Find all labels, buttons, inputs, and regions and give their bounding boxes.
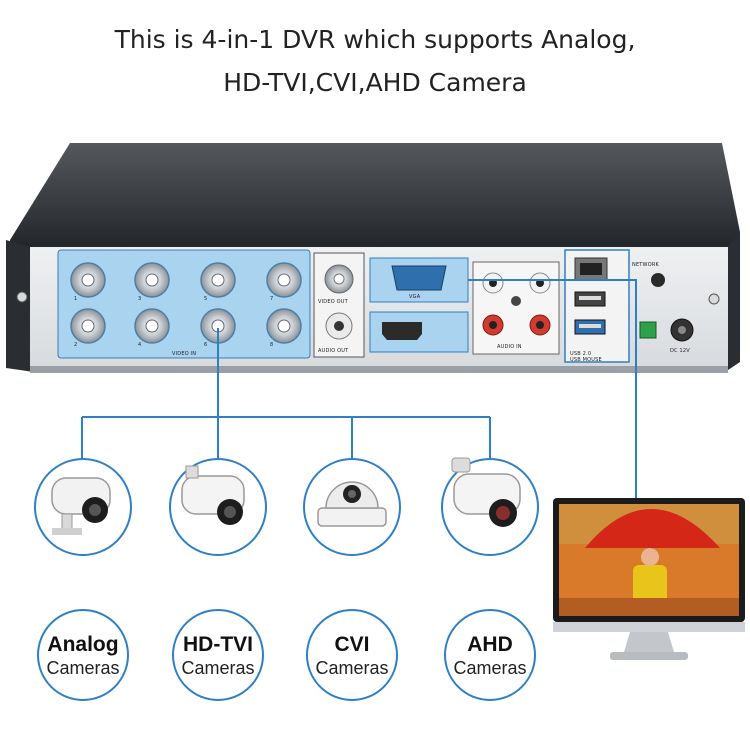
video-in-highlight	[57, 249, 311, 359]
vga-label: VGA	[409, 294, 421, 300]
chassis-left-side	[6, 240, 34, 372]
headline: This is 4-in-1 DVR which supports Analog…	[0, 18, 750, 104]
terminal-block-icon	[639, 321, 657, 339]
bnc-channel-number: 6	[204, 342, 207, 348]
monitor-icon	[553, 498, 745, 660]
bnc-channel-number: 5	[204, 296, 207, 302]
hdmi-port-icon	[382, 322, 422, 340]
headline-line-1: This is 4-in-1 DVR which supports Analog…	[114, 25, 636, 54]
bnc-pin	[145, 319, 159, 333]
camera-label-sub: Cameras	[315, 658, 389, 678]
camera-label-cvi: CVI Cameras	[292, 633, 412, 679]
camera-label-analog: Analog Cameras	[23, 633, 143, 679]
usb-mouse-label: USB MOUSE	[570, 357, 602, 363]
network-label: NETWORK	[632, 262, 659, 268]
screw-icon	[708, 293, 720, 305]
audio-out-label: AUDIO OUT	[318, 348, 349, 354]
dc-label: DC 12V	[670, 348, 690, 354]
camera-label-main: AHD	[467, 633, 513, 656]
audio-in-label: AUDIO IN	[497, 344, 522, 350]
bnc-channel-number: 7	[270, 296, 273, 302]
bnc-row-top: 1 3 5 7	[70, 262, 302, 302]
bnc-pin	[211, 273, 225, 287]
camera-label-sub: Cameras	[181, 658, 255, 678]
bnc-pin	[81, 273, 95, 287]
bnc-channel-number: 3	[138, 296, 141, 302]
chassis-top	[10, 143, 740, 255]
ground-screw-icon	[651, 273, 665, 287]
bullet-camera-icon	[181, 465, 245, 525]
headline-line-2: HD-TVI,CVI,AHD Camera	[223, 68, 527, 97]
dvr-rear-panel: 1 3 5 7 2 4 6 8	[6, 143, 740, 373]
bnc-row-bottom: 2 4 6 8	[70, 308, 302, 348]
bullet-camera-icon	[51, 477, 111, 535]
bnc-pin	[81, 319, 95, 333]
camera-label-main: Analog	[47, 633, 119, 656]
screw-icon	[511, 296, 521, 306]
bnc-pin	[211, 319, 225, 333]
bnc-channel-number: 4	[138, 342, 141, 348]
bnc-channel-number: 1	[74, 296, 77, 302]
camera-label-main: HD-TVI	[183, 633, 253, 656]
bnc-pin	[145, 273, 159, 287]
camera-label-sub: Cameras	[46, 658, 120, 678]
video-out-label: VIDEO OUT	[318, 299, 348, 305]
bnc-pin	[277, 273, 291, 287]
vga-port-icon	[391, 265, 447, 291]
screw-icon	[16, 291, 28, 303]
bnc-channel-number: 8	[270, 342, 273, 348]
dome-camera-icon	[317, 481, 387, 527]
camera-label-hd-tvi: HD-TVI Cameras	[158, 633, 278, 679]
chassis-right-side	[725, 232, 740, 372]
camera-label-sub: Cameras	[453, 658, 527, 678]
bnc-pin	[277, 319, 291, 333]
bullet-camera-icon	[451, 457, 521, 527]
camera-label-main: CVI	[334, 633, 370, 656]
bnc-channel-number: 2	[74, 342, 77, 348]
camera-label-ahd: AHD Cameras	[430, 633, 550, 679]
video-in-label: VIDEO IN	[172, 351, 197, 357]
